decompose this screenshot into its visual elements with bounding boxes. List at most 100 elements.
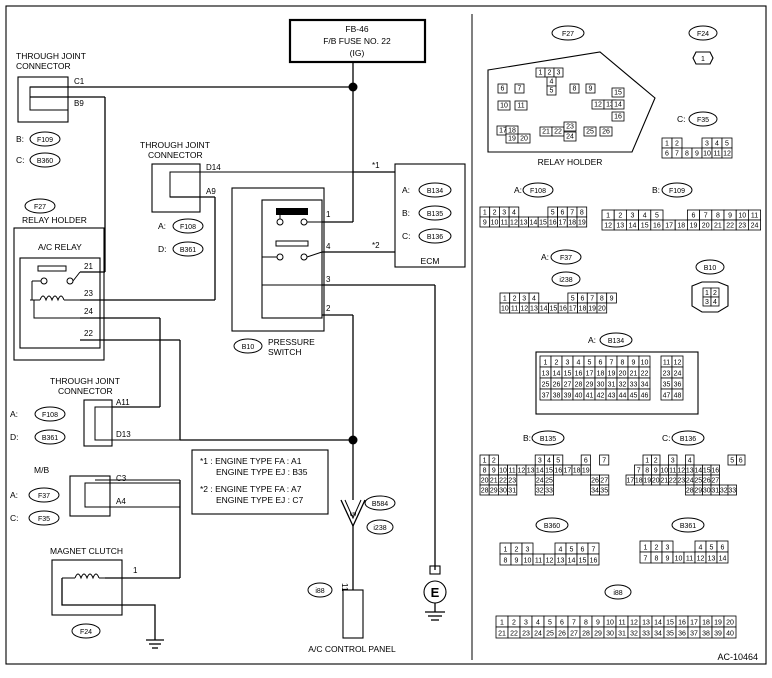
conn-b360-badge — [29, 152, 61, 168]
pin-number: 10 — [501, 306, 509, 313]
pin-number: 9 — [492, 468, 496, 475]
pin-number: 22 — [554, 129, 562, 136]
tjc-top: THROUGH JOINT CONNECTOR C1 B9 B: F109 C:… — [16, 51, 105, 168]
pin-number: 18 — [597, 371, 605, 378]
svg-text:1: 1 — [701, 56, 705, 63]
pin-number: 8 — [580, 210, 584, 217]
pin-cell — [583, 126, 597, 137]
pin-number: 11 — [501, 220, 508, 227]
pin-number: 14 — [529, 220, 537, 227]
pin-number: 6 — [581, 547, 585, 554]
pin-number: 2 — [492, 458, 496, 465]
svg-text:D14: D14 — [206, 163, 221, 172]
pin-number: 4 — [643, 213, 647, 220]
svg-text:i238: i238 — [373, 525, 386, 532]
tjc-mid: THROUGH JOINT CONNECTOR D14 A9 A: F108 D… — [140, 140, 221, 257]
pin-number: 13 — [542, 371, 550, 378]
pin-cell — [569, 83, 580, 94]
pin-number: 17 — [559, 220, 567, 227]
pin-number: 18 — [508, 128, 516, 135]
pin-number: 6 — [599, 360, 603, 367]
svg-text:A:: A: — [588, 335, 596, 345]
svg-text:D13: D13 — [116, 430, 131, 439]
pin-number: 18 — [573, 468, 581, 475]
pin-number: 13 — [642, 620, 650, 627]
svg-text:C:: C: — [662, 433, 671, 443]
svg-text:B135: B135 — [427, 211, 443, 218]
svg-text:B361: B361 — [680, 523, 696, 530]
svg-text:B10: B10 — [242, 344, 255, 351]
pin-number: 16 — [614, 114, 622, 121]
pin-number: 12 — [604, 223, 612, 230]
pin-number: 17 — [569, 306, 577, 313]
pin-cell — [638, 388, 651, 401]
pin-number: 20 — [652, 478, 660, 485]
pin-cell — [514, 83, 525, 94]
pin-number: 37 — [690, 631, 698, 638]
svg-text:1: 1 — [705, 290, 709, 297]
pin-number: 5 — [588, 360, 592, 367]
pin-number: 12 — [594, 102, 602, 109]
svg-text:THROUGH JOINT: THROUGH JOINT — [140, 140, 210, 150]
pin-number: 15 — [614, 90, 622, 97]
pin-number: 19 — [714, 620, 722, 627]
svg-text:C:: C: — [16, 155, 25, 165]
pin-number: 33 — [642, 631, 650, 638]
svg-text:B:: B: — [402, 208, 410, 218]
pin-cell — [596, 302, 608, 314]
pin-number: 9 — [728, 213, 732, 220]
pin-cell — [587, 553, 600, 566]
pin-number: 9 — [632, 360, 636, 367]
svg-text:F108: F108 — [530, 188, 546, 195]
pin-number: 6 — [560, 620, 564, 627]
pin-cell — [546, 85, 557, 96]
pin-number: 43 — [608, 393, 616, 400]
pin-number: 1 — [483, 210, 487, 217]
pin-number: 5 — [570, 547, 574, 554]
pin-number: 19 — [608, 371, 616, 378]
svg-text:C:: C: — [10, 513, 19, 523]
pin-number: 21 — [498, 631, 506, 638]
pin-number: 12 — [520, 306, 528, 313]
pin-number: 2 — [655, 545, 659, 552]
pin-number: 38 — [702, 631, 710, 638]
pin-number: 25 — [586, 129, 594, 136]
pin-number: 7 — [704, 213, 708, 220]
pin-number: 15 — [564, 371, 572, 378]
pin-number: 10 — [500, 103, 508, 110]
pin-number: 31 — [711, 488, 719, 495]
pin-b9: B9 — [74, 99, 84, 108]
pin-number: 3 — [666, 545, 670, 552]
pin-number: 14 — [540, 306, 548, 313]
pin-number: 31 — [608, 382, 616, 389]
pin-number: 28 — [686, 488, 694, 495]
pin-number: 19 — [578, 220, 586, 227]
pin-number: 1 — [483, 458, 487, 465]
pin-number: 14 — [536, 468, 544, 475]
pin-number: 33 — [630, 382, 638, 389]
pin-number: 7 — [518, 86, 522, 93]
pin-number: 5 — [551, 210, 555, 217]
pin-cell — [721, 147, 733, 159]
pin-number: 3 — [566, 360, 570, 367]
svg-text:B134: B134 — [608, 338, 624, 345]
svg-text:B134: B134 — [427, 188, 443, 195]
pin-number: 20 — [619, 371, 627, 378]
diagram-frame — [5, 5, 767, 665]
pin-number: 18 — [579, 306, 587, 313]
svg-text:24: 24 — [84, 307, 93, 316]
svg-text:*2 : ENGINE TYPE FA : A7: *2 : ENGINE TYPE FA : A7 — [200, 484, 302, 494]
svg-text:B136: B136 — [680, 436, 696, 443]
svg-text:PRESSURE: PRESSURE — [268, 337, 315, 347]
pin-number: 11 — [663, 360, 670, 367]
pin-number: 31 — [508, 488, 516, 495]
svg-text:A:: A: — [10, 409, 18, 419]
pin-number: 6 — [584, 458, 588, 465]
pin-number: 2 — [515, 547, 519, 554]
